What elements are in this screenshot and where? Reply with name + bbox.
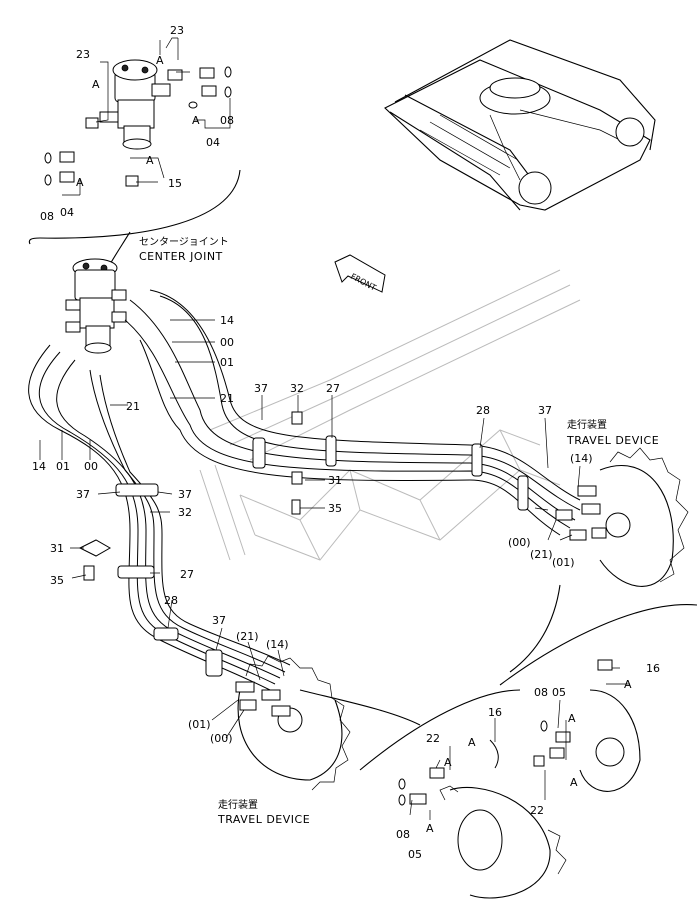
label-15: 15 xyxy=(168,177,182,190)
front-arrow: FRONT xyxy=(334,254,386,293)
hose-bundle-rear xyxy=(124,289,581,536)
hose-clamps xyxy=(78,411,529,677)
label-08-right: 08 xyxy=(534,686,548,699)
excavator-undercarriage-sketch xyxy=(384,39,656,211)
label-a-r1: A xyxy=(624,678,632,691)
travel-device-upper-jp: 走行装置 xyxy=(567,418,607,431)
detail-fittings xyxy=(44,66,232,187)
center-joint-detail-bubble xyxy=(28,37,241,269)
center-joint xyxy=(65,258,127,354)
label-28-a: 28 xyxy=(476,404,490,417)
label-27-a: 27 xyxy=(326,382,340,395)
label-21-top: 21 xyxy=(220,392,234,405)
travel-motor-upper xyxy=(555,447,689,587)
label-08-top: 08 xyxy=(220,114,234,127)
label-a-m1: A xyxy=(468,736,476,749)
label-37-a: 37 xyxy=(254,382,268,395)
label-32-a: 32 xyxy=(290,382,304,395)
center-joint-caption-jp: センタージョイント xyxy=(139,236,229,248)
center-joint-caption-en: CENTER JOINT xyxy=(139,250,223,263)
label-14-right: 14 xyxy=(220,314,234,327)
label-23-left: 23 xyxy=(76,48,90,61)
label-00-left: 00 xyxy=(84,460,98,473)
label-21-c: (21) xyxy=(530,548,553,561)
label-a-r3: A xyxy=(570,776,578,789)
label-a-m3: A xyxy=(426,822,434,835)
label-31-a: 31 xyxy=(328,474,342,487)
label-08-mid: 08 xyxy=(396,828,410,841)
label-21-mid: 21 xyxy=(126,400,140,413)
label-14-c: (14) xyxy=(570,452,593,465)
label-21-d: (21) xyxy=(236,630,259,643)
label-35-b: 35 xyxy=(50,574,64,587)
label-22-mid: 22 xyxy=(426,732,440,745)
label-14-d: (14) xyxy=(266,638,289,651)
leader-lines xyxy=(39,319,630,820)
label-05-right: 05 xyxy=(552,686,566,699)
label-a-bottom: A xyxy=(76,176,84,189)
label-37-b: 37 xyxy=(538,404,552,417)
label-a-1: A xyxy=(92,78,100,91)
travel-device-lower-jp: 走行装置 xyxy=(218,798,258,811)
label-a-4: A xyxy=(146,154,154,167)
label-32-b: 32 xyxy=(178,506,192,519)
label-23-right: 23 xyxy=(170,24,184,37)
label-a-m2: A xyxy=(444,756,452,769)
label-37-e: 37 xyxy=(212,614,226,627)
travel-device-lower-en: TRAVEL DEVICE xyxy=(217,813,310,826)
label-37-d: 37 xyxy=(178,488,192,501)
label-00-d: (00) xyxy=(210,732,233,745)
center-joint-detail xyxy=(99,59,171,150)
label-01-right: 01 xyxy=(220,356,234,369)
label-08-bottom: 08 xyxy=(40,210,54,223)
hose-bundle-front xyxy=(28,344,291,691)
label-04-top: 04 xyxy=(206,136,220,149)
travel-motor-lower xyxy=(235,655,351,791)
label-a-r2: A xyxy=(568,712,576,725)
label-14-left: 14 xyxy=(32,460,46,473)
travel-device-upper-en: TRAVEL DEVICE xyxy=(566,434,659,447)
label-37-c: 37 xyxy=(76,488,90,501)
label-01-c: (01) xyxy=(552,556,575,569)
label-00-c: (00) xyxy=(508,536,531,549)
label-01-d: (01) xyxy=(188,718,211,731)
label-35-a: 35 xyxy=(328,502,342,515)
label-27-b: 27 xyxy=(180,568,194,581)
label-05-mid: 05 xyxy=(408,848,422,861)
label-28-b: 28 xyxy=(164,594,178,607)
label-31-b: 31 xyxy=(50,542,64,555)
label-22-right: 22 xyxy=(530,804,544,817)
part-labels: 23 23 A A A A 08 04 15 A 04 08 14 00 01 … xyxy=(32,24,660,861)
label-01-left: 01 xyxy=(56,460,70,473)
captions: センタージョイント CENTER JOINT 走行装置 TRAVEL DEVIC… xyxy=(139,236,659,826)
label-16-mid: 16 xyxy=(488,706,502,719)
label-16-right: 16 xyxy=(646,662,660,675)
label-04-bottom: 04 xyxy=(60,206,74,219)
label-a-3: A xyxy=(192,114,200,127)
watermark xyxy=(199,269,581,561)
motor-detail-bubbles xyxy=(299,584,697,899)
label-00-right: 00 xyxy=(220,336,234,349)
label-a-2: A xyxy=(156,54,164,67)
